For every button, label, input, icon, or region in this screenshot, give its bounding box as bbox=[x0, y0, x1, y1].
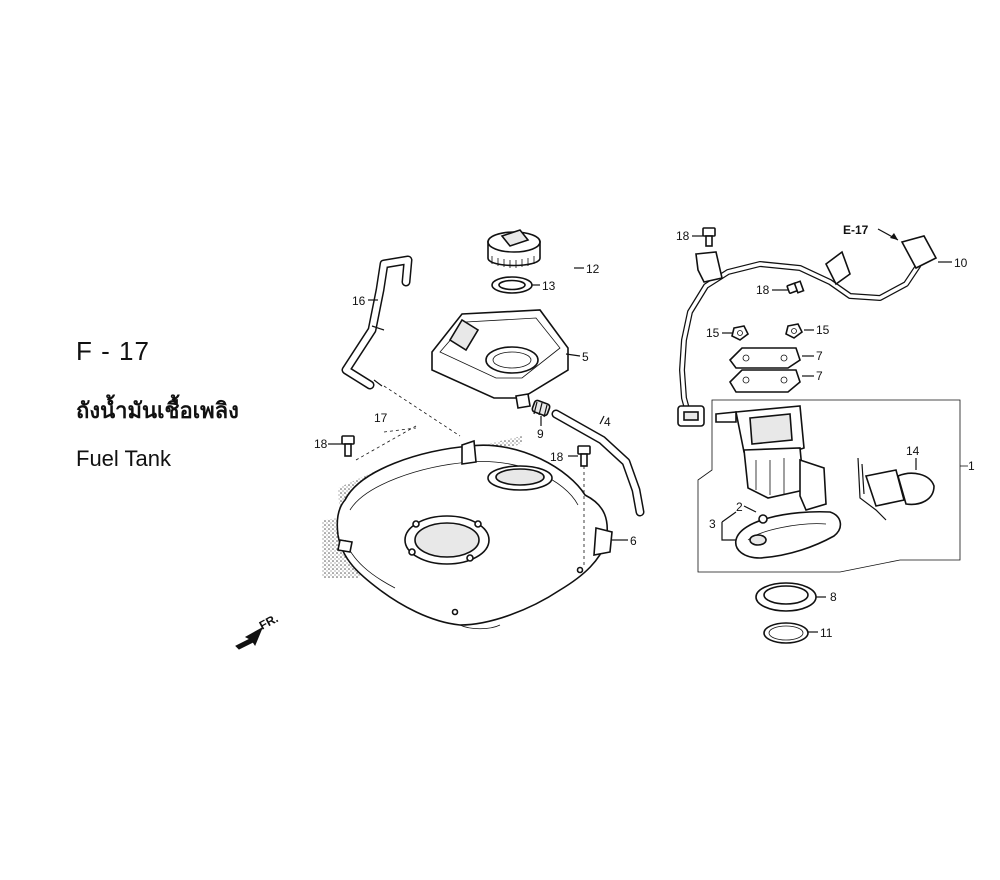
callout-13: 13 bbox=[542, 279, 556, 293]
callout-10: 10 bbox=[954, 256, 968, 270]
callout-2: 2 bbox=[736, 500, 743, 514]
callout-18b: 18 bbox=[550, 450, 564, 464]
callout-11: 11 bbox=[820, 626, 833, 640]
title-english: Fuel Tank bbox=[76, 446, 171, 471]
bolt-harness bbox=[786, 280, 805, 294]
pump-strainer bbox=[735, 510, 842, 559]
reference-arrow: E-17 bbox=[843, 223, 899, 241]
callout-6: 6 bbox=[630, 534, 637, 548]
pump-seal-ring bbox=[755, 582, 817, 612]
callout-3: 3 bbox=[709, 517, 716, 531]
bolt-upper bbox=[702, 227, 716, 247]
callout-12: 12 bbox=[586, 262, 600, 276]
callout-1: 1 bbox=[968, 459, 975, 473]
hose-clip bbox=[531, 399, 551, 418]
pump-collar bbox=[758, 514, 768, 524]
nut-left bbox=[731, 325, 750, 341]
title-thai: ถังน้ำมันเชื้อเพลิง bbox=[76, 399, 239, 424]
filler-tray bbox=[431, 309, 569, 409]
wiring-harness bbox=[677, 235, 938, 427]
o-ring bbox=[763, 622, 809, 644]
section-code: F - 17 bbox=[76, 336, 150, 366]
fuel-filler-cap bbox=[487, 229, 541, 268]
callout-4: 4 bbox=[604, 415, 611, 429]
callout-17: 17 bbox=[374, 411, 388, 425]
cap-gasket bbox=[491, 276, 533, 294]
front-direction-arrow: FR. bbox=[235, 611, 280, 650]
fuel-tank bbox=[322, 436, 613, 630]
callout-9: 9 bbox=[537, 427, 544, 441]
drain-hose bbox=[551, 409, 645, 517]
callout-8: 8 bbox=[830, 590, 837, 604]
bolt-left bbox=[341, 435, 355, 457]
reference-label: E-17 bbox=[843, 223, 869, 237]
callout-14: 14 bbox=[906, 444, 920, 458]
fuel-level-sender bbox=[857, 457, 935, 521]
pump-gasket-upper bbox=[728, 347, 801, 369]
callout-7b: 7 bbox=[816, 369, 823, 383]
callout-18a: 18 bbox=[314, 437, 328, 451]
callout-7a: 7 bbox=[816, 349, 823, 363]
breather-hose bbox=[341, 255, 413, 390]
nut-right bbox=[785, 323, 804, 339]
callout-15b: 15 bbox=[816, 323, 830, 337]
pump-assembly-bracket bbox=[697, 399, 968, 573]
callout-18c: 18 bbox=[676, 229, 690, 243]
title-block: F - 17 ถังน้ำมันเชื้อเพลิง Fuel Tank bbox=[76, 336, 239, 472]
callout-16: 16 bbox=[352, 294, 366, 308]
leader-lines bbox=[328, 235, 952, 633]
callout-numbers: 1 2 3 4 5 6 7 7 8 9 10 11 12 13 14 15 15… bbox=[314, 229, 975, 640]
callout-5: 5 bbox=[582, 350, 589, 364]
pump-gasket-lower bbox=[728, 369, 801, 393]
bolt-center bbox=[577, 445, 591, 568]
fuel-pump bbox=[715, 405, 827, 511]
callout-18d: 18 bbox=[756, 283, 770, 297]
callout-15a: 15 bbox=[706, 326, 720, 340]
